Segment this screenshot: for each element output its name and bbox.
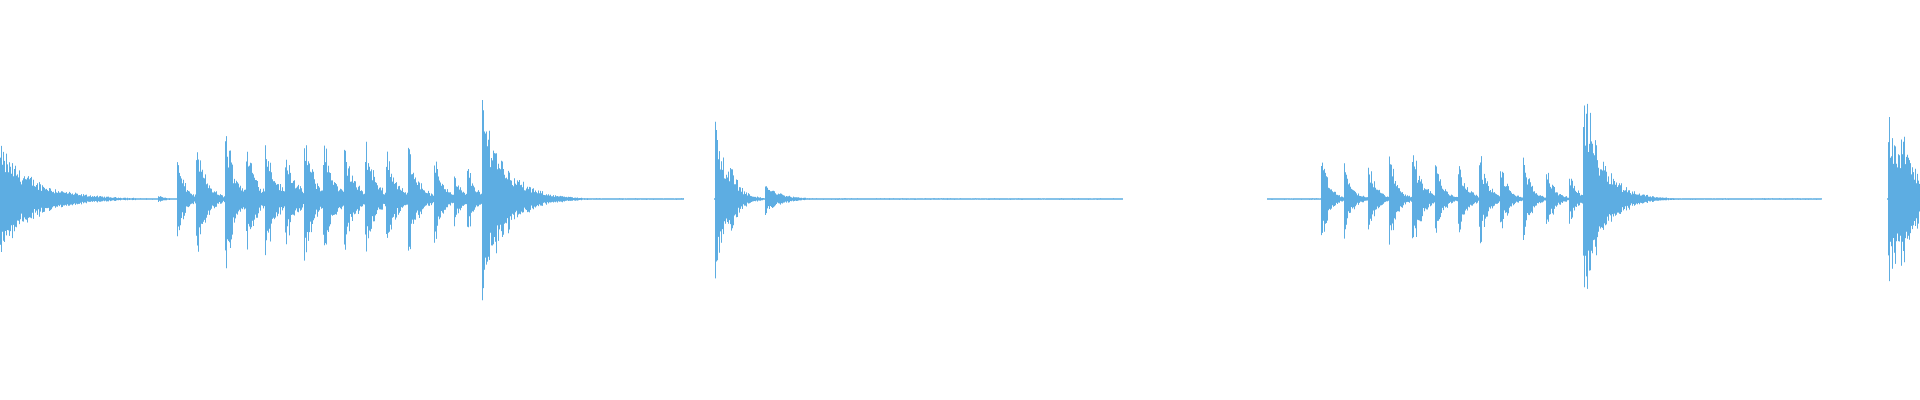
waveform-clip-2[interactable] (714, 121, 1123, 279)
waveform-clip-3[interactable] (1267, 103, 1822, 289)
waveform-clip-1[interactable] (0, 100, 684, 301)
waveform-path (0, 100, 684, 301)
waveform-clips (0, 100, 1920, 301)
waveform-path (1267, 103, 1822, 289)
waveform-path (714, 121, 1123, 279)
waveform-clip-4[interactable] (1887, 117, 1920, 282)
waveform-path (1887, 117, 1920, 282)
